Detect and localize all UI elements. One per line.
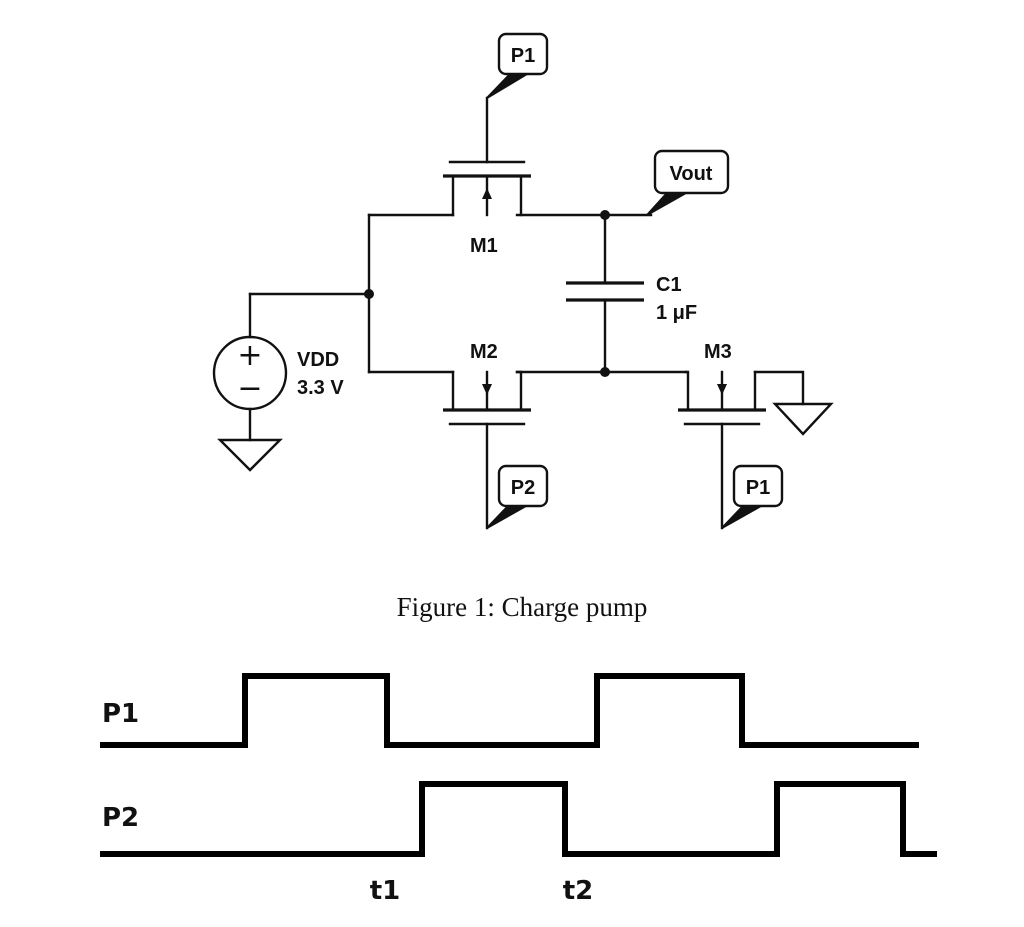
time-marker-t1: t1 [370,876,401,906]
body-arrow-icon [482,384,492,395]
c1-value: 1 μF [656,302,697,324]
m2-label: M2 [470,341,498,363]
net-tag-vout: Vout [646,149,730,216]
waveform-p2 [100,781,937,857]
transistor-m3: M3 [678,341,766,426]
transistor-m1: M1 [443,160,531,257]
vdd-label: VDD [297,349,339,371]
body-arrow-icon [482,188,492,199]
circuit-wires [248,96,805,530]
minus-sign: − [237,371,262,406]
net-tag-text: P2 [511,477,535,499]
body-arrow-icon [717,384,727,395]
transistor-m2: M2 [443,341,531,426]
timing-diagram: P1 P2 t1 t2 [100,673,937,906]
junction-dots [364,210,610,377]
m1-label: M1 [470,235,498,257]
voltage-source-vdd: + − VDD 3.3 V [212,335,344,411]
signal-label-p2: P2 [102,803,139,833]
net-tag-p2: P2 [486,464,549,529]
capacitor-c1: C1 1 μF [566,274,697,324]
vdd-value: 3.3 V [297,377,344,399]
waveform-p1 [100,673,919,748]
ground-icon [772,402,834,436]
time-marker-t2: t2 [563,876,594,906]
signal-label-p1: P1 [102,699,139,729]
net-tag-text: P1 [511,45,535,67]
net-tag-p1-bottom: P1 [721,464,784,529]
ground-icon [217,438,283,472]
net-tag-text: P1 [746,477,770,499]
net-tag-p1-top: P1 [486,32,549,99]
m3-label: M3 [704,341,732,363]
plus-sign: + [237,338,262,373]
c1-label: C1 [656,274,682,296]
figure-caption: Figure 1: Charge pump [397,592,648,622]
net-tag-text: Vout [670,163,713,185]
